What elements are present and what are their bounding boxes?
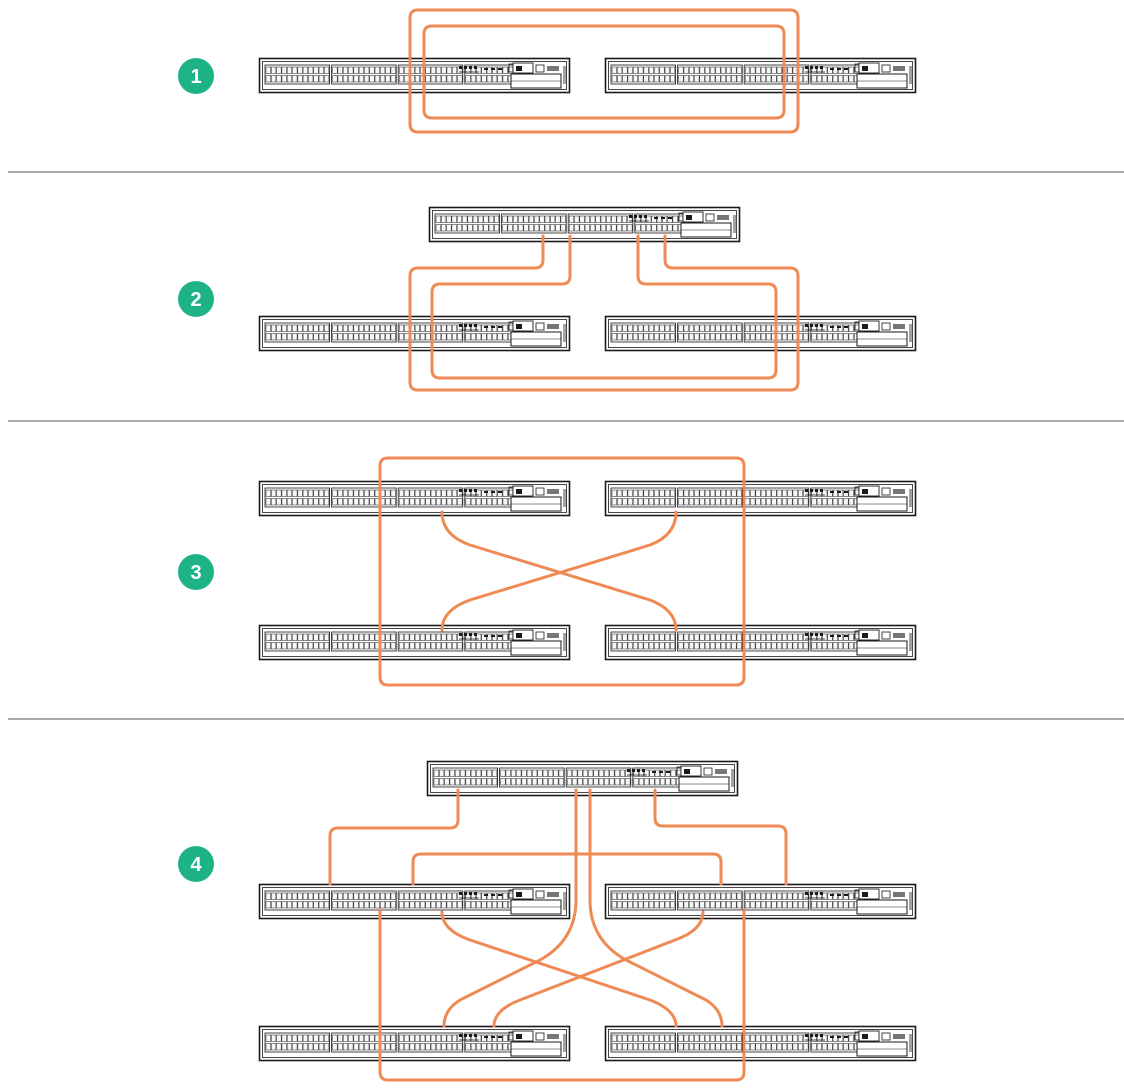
network-switch-icon xyxy=(258,1025,571,1062)
network-switch-icon xyxy=(604,315,917,352)
stacking-cable xyxy=(492,910,705,1028)
stacking-cable xyxy=(378,908,746,1082)
network-switch-icon xyxy=(258,480,571,517)
stacking-cable xyxy=(440,510,678,632)
step-badge-label: 1 xyxy=(190,66,201,88)
stacking-cable xyxy=(653,788,788,886)
network-switch-icon xyxy=(604,1025,917,1062)
stacking-cable xyxy=(588,788,724,1028)
stacking-cable xyxy=(440,910,678,1028)
network-switch-icon xyxy=(604,624,917,661)
network-switch-icon xyxy=(426,760,739,797)
stacking-cable xyxy=(422,24,786,120)
step-badge-label: 2 xyxy=(190,289,201,311)
stacking-cable xyxy=(408,8,800,134)
stacking-cable xyxy=(408,234,800,392)
stacking-cable xyxy=(430,234,778,380)
panel-dividers xyxy=(8,171,1124,720)
network-switch-icon xyxy=(258,315,571,352)
network-switch-icon xyxy=(604,883,917,920)
network-switch-icon xyxy=(258,883,571,920)
cable-layer-front xyxy=(328,8,800,1082)
stacking-cable xyxy=(408,234,545,318)
network-switch-icon xyxy=(604,480,917,517)
network-switch-icon xyxy=(604,57,917,94)
network-switch-icon xyxy=(258,57,571,94)
network-switch-icon xyxy=(428,206,741,243)
step-badge-label: 4 xyxy=(190,854,202,876)
step-badge-1: 1 xyxy=(178,58,214,94)
stacking-cable xyxy=(442,788,578,1028)
stacking-cable xyxy=(440,510,678,632)
step-badge-3: 3 xyxy=(178,554,214,590)
step-badge-2: 2 xyxy=(178,281,214,317)
step-badge-4: 4 xyxy=(178,846,214,882)
panel-badges: 1 2 3 4 xyxy=(178,58,214,882)
network-switch-icon xyxy=(258,624,571,661)
stacking-cable xyxy=(328,788,460,886)
step-badge-label: 3 xyxy=(190,562,201,584)
stacking-cable xyxy=(378,456,746,687)
switch-layer xyxy=(258,57,917,1062)
stacking-cable xyxy=(411,852,723,886)
